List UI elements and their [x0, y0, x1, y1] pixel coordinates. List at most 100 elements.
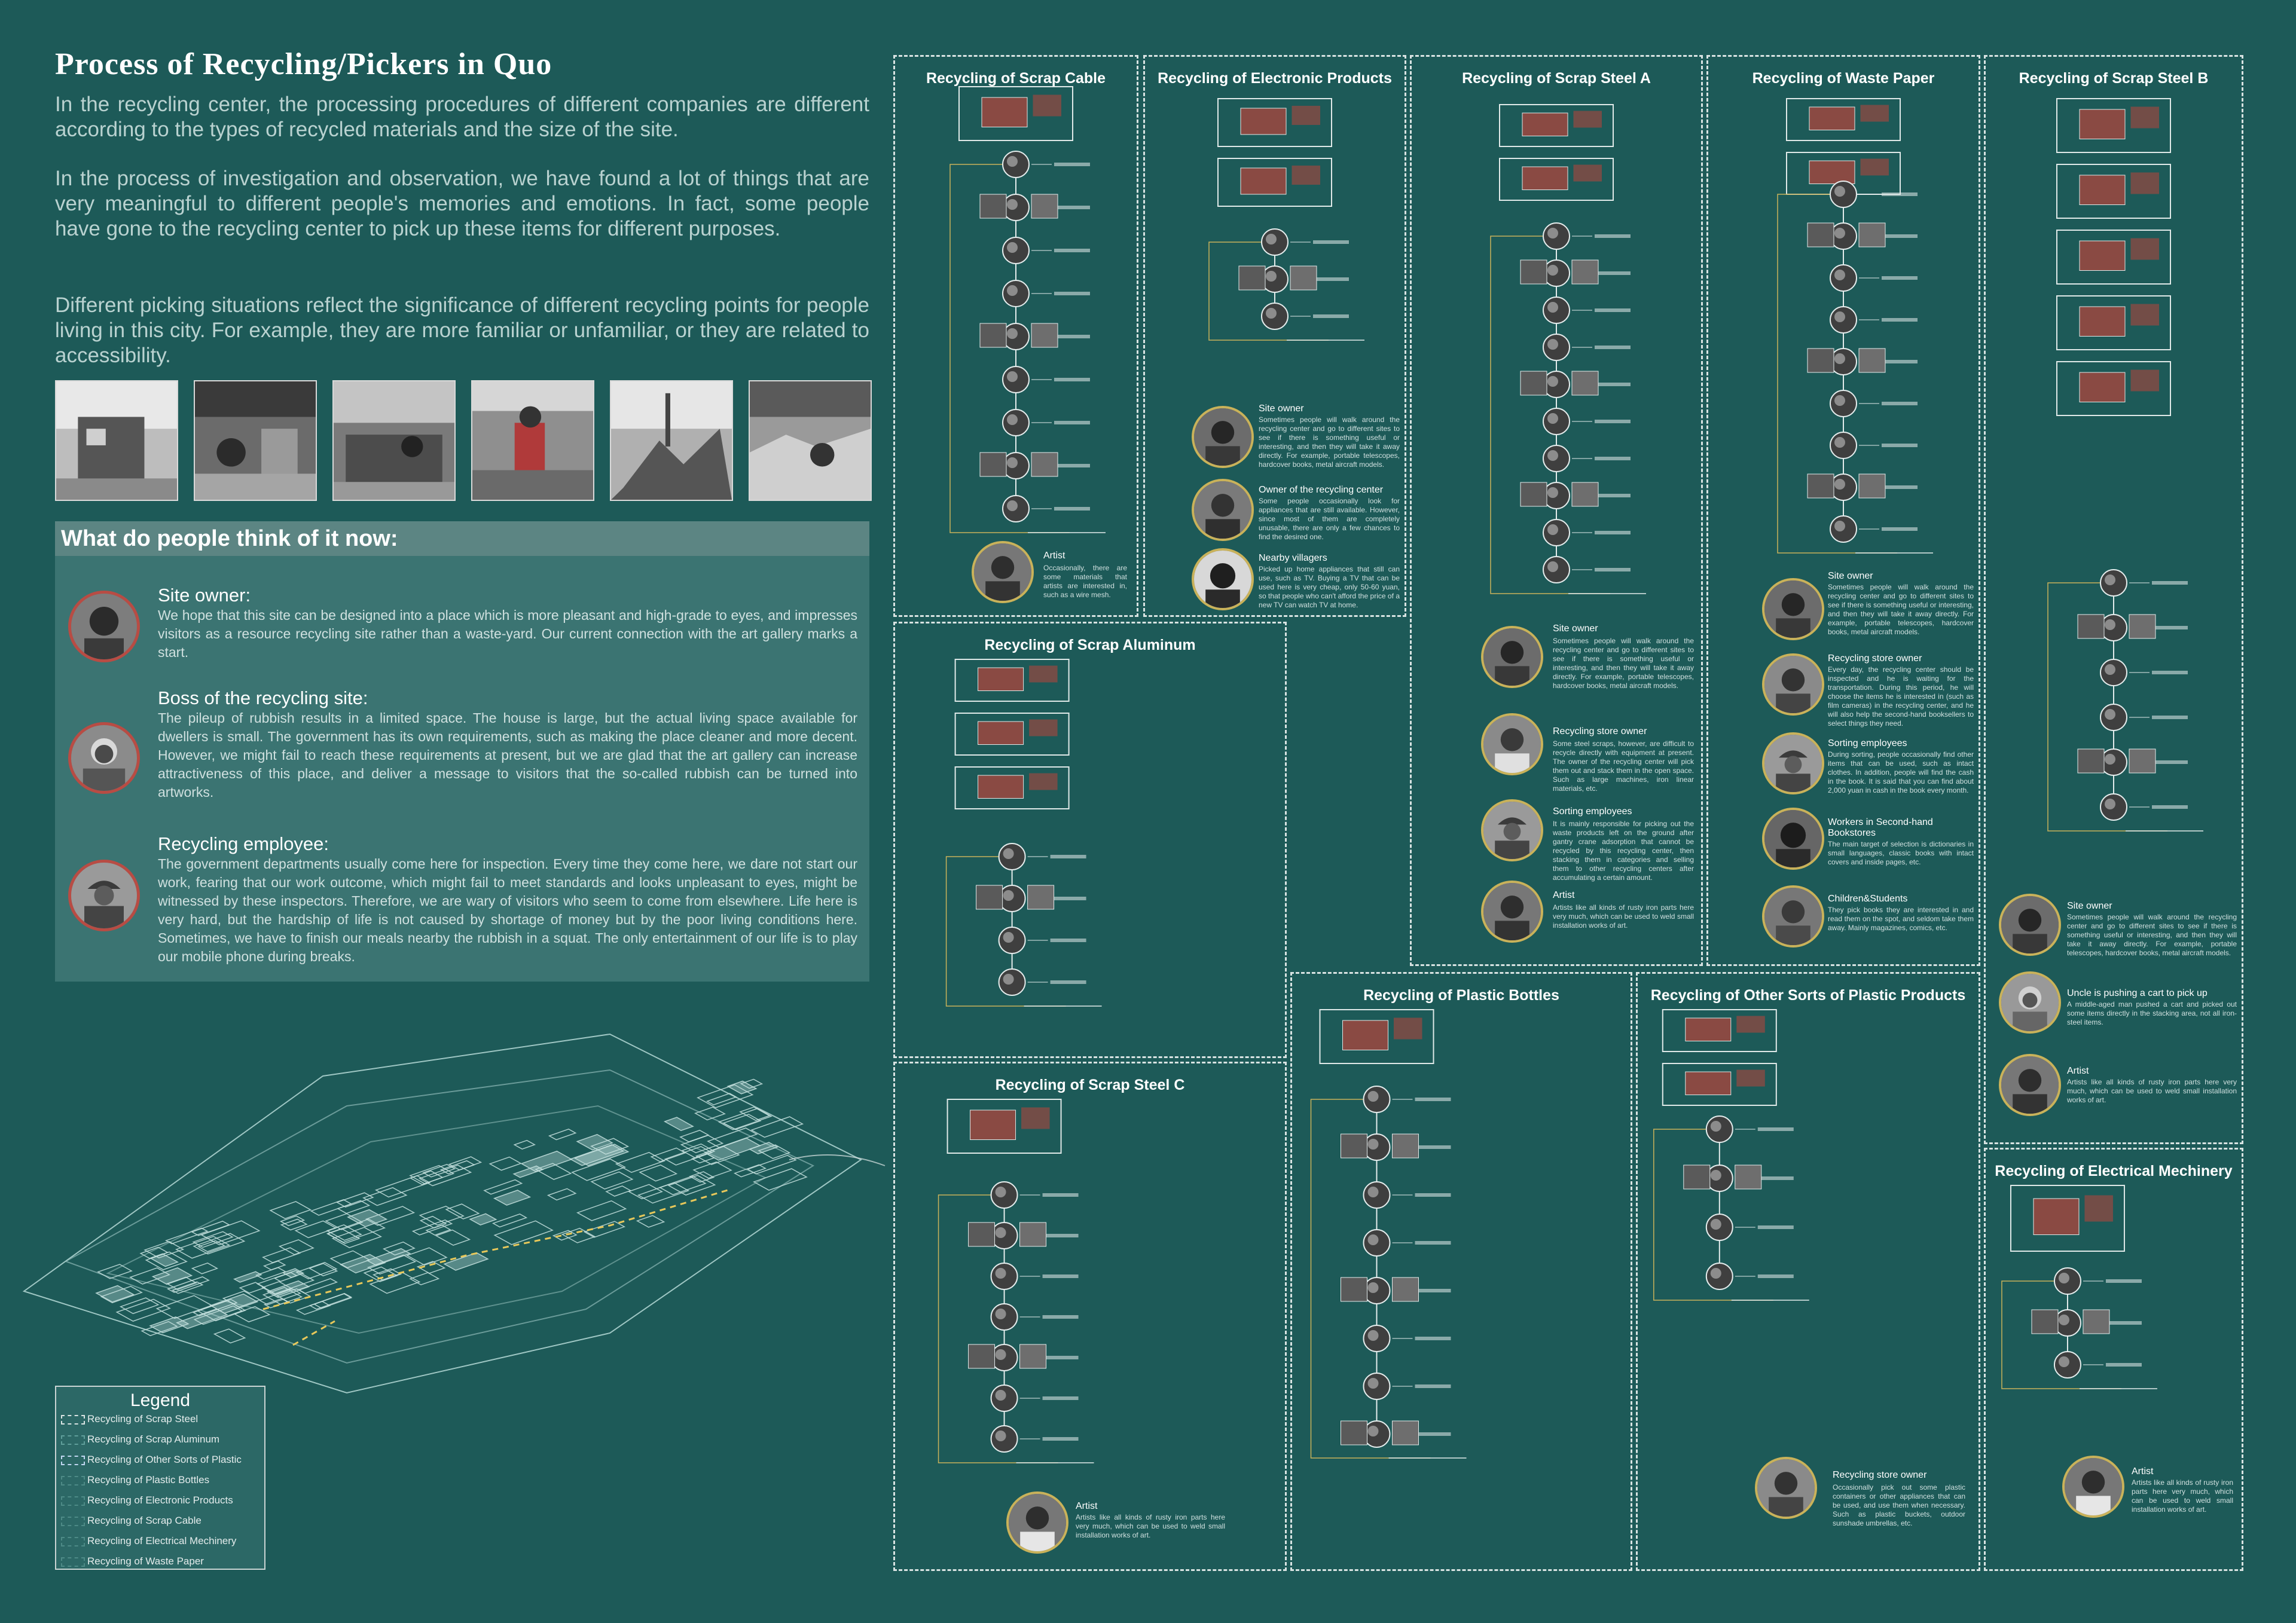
bookstore-worker-avatar — [1762, 808, 1824, 870]
artist-avatar — [972, 541, 1034, 603]
site-photo-5 — [610, 380, 733, 501]
person-name: Uncle is pushing a cart to pick up — [2067, 988, 2208, 998]
site-owner-avatar — [1481, 626, 1543, 688]
person-name: Artist — [2067, 1066, 2089, 1076]
person-quote-2: The pileup of rubbish results in a limit… — [158, 710, 857, 800]
site-photo-1 — [55, 380, 178, 501]
legend-item-plastic-bottles: Recycling of Plastic Bottles — [61, 1474, 209, 1486]
legend-title: Legend — [130, 1390, 191, 1410]
process-flow-diagram — [949, 86, 1106, 533]
person-note: Every day, the recycling center should b… — [1828, 665, 1974, 728]
children-avatar — [1762, 885, 1824, 947]
center-owner-avatar — [1192, 479, 1254, 541]
artist-avatar — [1006, 1491, 1068, 1554]
panel-scrap-steel-b: Recycling of Scrap Steel B Site owner So… — [1984, 55, 2243, 1144]
legend-box: Legend Recycling of Scrap Steel Recyclin… — [55, 1386, 265, 1570]
intro-paragraph-3: Different picking situations reflect the… — [55, 294, 869, 367]
person-name: Sorting employees — [1828, 738, 1907, 748]
panel-title: Recycling of Electronic Products — [1158, 70, 1392, 87]
panel-plastic-bottles: Recycling of Plastic Bottles — [1290, 972, 1632, 1571]
panel-waste-paper: Recycling of Waste Paper Site owner Some… — [1706, 55, 1980, 966]
site-photo-6 — [749, 380, 872, 501]
person-note: During sorting, people occasionally find… — [1828, 750, 1974, 794]
person-note: Artists like all kinds of rusty iron par… — [1076, 1513, 1225, 1539]
sorting-employee-avatar — [1762, 732, 1824, 794]
site-photo-3 — [332, 380, 456, 501]
process-flow-diagram — [938, 1099, 1094, 1463]
person-name: Site owner — [1259, 404, 1304, 414]
person-name: Site owner — [1553, 623, 1598, 634]
intro-paragraph-1: In the recycling center, the processing … — [55, 93, 869, 141]
store-owner-avatar — [1762, 653, 1824, 716]
panel-scrap-steel-a: Recycling of Scrap Steel A Site owner So… — [1410, 55, 1703, 966]
process-flow-diagram — [1490, 104, 1646, 594]
boss-avatar — [68, 722, 140, 794]
process-flow-diagram — [1653, 1009, 1809, 1301]
person-name: Recycling store owner — [1553, 726, 1647, 736]
panel-scrap-cable: Recycling of Scrap Cable Artist Occasion… — [893, 55, 1138, 617]
process-flow-diagram — [945, 659, 1102, 1007]
person-note: Artists like all kinds of rusty iron par… — [1553, 903, 1694, 930]
person-name: Artist — [2132, 1466, 2154, 1477]
person-name: Site owner — [2067, 901, 2112, 911]
intro-paragraph-2: In the process of investigation and obse… — [55, 167, 869, 240]
person-note: They pick books they are interested in a… — [1828, 906, 1974, 932]
store-owner-avatar — [1755, 1457, 1817, 1519]
legend-item-scrap-cable: Recycling of Scrap Cable — [61, 1515, 201, 1527]
uncle-avatar — [1999, 971, 2061, 1034]
person-quote-1: We hope that this site can be designed i… — [158, 607, 857, 660]
site-owner-avatar — [1762, 578, 1824, 640]
person-name: Workers in Second-hand Bookstores — [1828, 817, 1933, 838]
person-note: Some steel scraps, however, are difficul… — [1553, 739, 1694, 793]
legend-item-electronic-products: Recycling of Electronic Products — [61, 1494, 233, 1506]
villager-avatar — [1192, 548, 1254, 610]
process-flow-diagram — [2047, 98, 2203, 832]
poster-title: Process of Recycling/Pickers in Quo — [55, 47, 552, 81]
site-photo-2 — [194, 380, 317, 501]
legend-item-scrap-steel: Recycling of Scrap Steel — [61, 1413, 198, 1425]
person-name-3: Recycling employee: — [158, 833, 329, 854]
people-opinions-box: Site owner: We hope that this site can b… — [55, 556, 869, 982]
person-quote-3: The government departments usually come … — [158, 856, 857, 964]
panel-title: Recycling of Other Sorts of Plastic Prod… — [1650, 987, 1966, 1004]
panel-title: Recycling of Electrical Mechinery — [1995, 1163, 2233, 1179]
panel-electronic-products: Recycling of Electronic Products Site ow… — [1143, 55, 1406, 617]
legend-item-electrical-mechinery: Recycling of Electrical Mechinery — [61, 1535, 236, 1547]
person-note: Sometimes people will walk around the re… — [1553, 637, 1694, 690]
person-name: Site owner — [1828, 571, 1873, 581]
person-note: Artists like all kinds of rusty iron par… — [2067, 1078, 2237, 1104]
panel-scrap-steel-c: Recycling of Scrap Steel C Artist Artist… — [893, 1062, 1287, 1571]
person-note: Artists like all kinds of rusty iron par… — [2132, 1478, 2233, 1514]
site-axonometric-map — [22, 1033, 886, 1394]
panel-title: Recycling of Plastic Bottles — [1363, 987, 1559, 1004]
panel-other-plastic-products: Recycling of Other Sorts of Plastic Prod… — [1636, 972, 1980, 1571]
person-name: Children&Students — [1828, 894, 1908, 904]
site-owner-avatar — [1192, 406, 1254, 468]
person-name-2: Boss of the recycling site: — [158, 687, 368, 708]
person-name: Artist — [1553, 890, 1575, 900]
person-name-1: Site owner: — [158, 585, 251, 606]
panel-title: Recycling of Scrap Cable — [926, 70, 1106, 87]
site-owner-avatar — [68, 591, 140, 662]
panel-title: Recycling of Scrap Aluminum — [984, 637, 1196, 653]
process-flow-diagram — [1777, 98, 1933, 554]
legend-item-scrap-aluminum: Recycling of Scrap Aluminum — [61, 1434, 219, 1445]
panel-title: Recycling of Scrap Steel A — [1462, 70, 1651, 87]
person-note: It is mainly responsible for picking out… — [1553, 820, 1694, 882]
person-note: A middle-aged man pushed a cart and pick… — [2067, 1000, 2237, 1026]
artist-avatar — [2062, 1456, 2124, 1518]
employee-avatar — [68, 860, 140, 931]
process-flow-diagram — [1310, 1009, 1467, 1459]
legend-item-other-plastic: Recycling of Other Sorts of Plastic — [61, 1454, 242, 1466]
person-name: Artist — [1043, 551, 1065, 561]
people-heading: What do people think of it now: — [61, 526, 398, 551]
people-heading-bar: What do people think of it now: — [55, 521, 869, 556]
person-name: Recycling store owner — [1828, 653, 1922, 664]
person-note: Occasionally, there are some materials t… — [1043, 564, 1127, 599]
person-name: Artist — [1076, 1501, 1098, 1511]
person-name: Nearby villagers — [1259, 553, 1327, 563]
person-note: Occasionally pick out some plastic conta… — [1833, 1483, 1965, 1527]
panel-title: Recycling of Scrap Steel B — [2019, 70, 2209, 87]
sorting-employee-avatar — [1481, 799, 1543, 861]
person-note: Some people occasionally look for applia… — [1259, 497, 1400, 541]
